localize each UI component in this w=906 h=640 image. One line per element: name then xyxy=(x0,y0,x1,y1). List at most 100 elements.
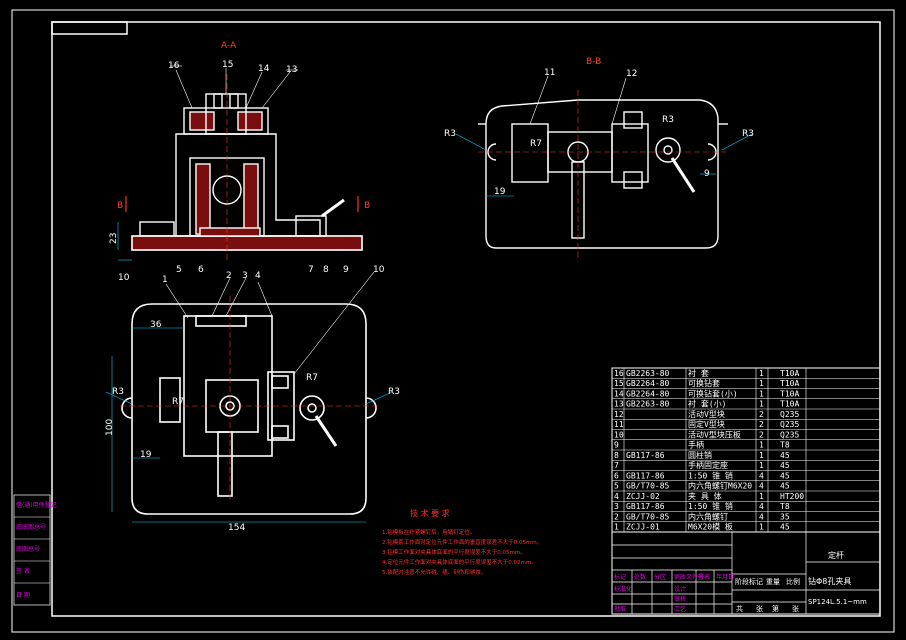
bom-cell-code: ZCJJ-02 xyxy=(626,492,660,501)
tb-row-3: 标准化 xyxy=(614,585,632,593)
tech-req-item-3: 3.钻模工作面对夹具体底面的平行度误差不大于0.05mm。 xyxy=(382,548,526,556)
bom-cell-qty: 2 xyxy=(759,410,764,419)
tb-sheet-2: 第 xyxy=(772,604,779,613)
dim-10: 10 xyxy=(118,273,130,283)
section-b-callouts: 11 12 R3 R7 R3 R3 19 9 xyxy=(444,68,754,197)
bom-cell-mat: 45 xyxy=(780,471,790,480)
dim-r7-plan-right: R7 xyxy=(306,373,318,383)
bom-cell-code: GB117-86 xyxy=(626,451,665,460)
tb-header-2: 分区 xyxy=(654,573,666,581)
section-a-view: A-A B B xyxy=(117,41,370,261)
section-a-callouts: 16 15 14 13 5 6 7 8 9 23 10 xyxy=(109,60,349,283)
bom-cell-qty: 1 xyxy=(759,369,764,378)
tb-header-5: 年月日 xyxy=(716,573,734,581)
callout-14: 14 xyxy=(258,64,270,74)
bom-cell-name: 固定V型块 xyxy=(688,419,725,429)
bom-cell-mat: T10A xyxy=(780,369,799,378)
tb-stage-1: 重量 xyxy=(766,578,780,586)
bom-cell-no: 2 xyxy=(614,512,619,521)
bom-cell-no: 5 xyxy=(614,482,619,491)
plan-callouts: 1 2 3 4 10 36 R3 R7 R3 R7 100 19 154 xyxy=(105,265,400,533)
bom-cell-qty: 1 xyxy=(759,523,764,532)
tb-stage-2: 比例 xyxy=(786,577,800,586)
callout-5: 5 xyxy=(176,265,182,275)
bom-cell-name: 可换钻套(小) xyxy=(688,388,738,398)
dim-19: 19 xyxy=(494,187,506,197)
bom-cell-code: GB117-86 xyxy=(626,502,665,511)
bom-cell-code: GB117-86 xyxy=(626,471,665,480)
bom-cell-qty: 4 xyxy=(759,502,764,511)
outer-border xyxy=(11,9,895,633)
tb-sheet-0: 共 xyxy=(736,604,743,613)
bom-cell-qty: 1 xyxy=(759,461,764,470)
bom-cell-name: 内六角螺钉M6X20 xyxy=(688,481,752,491)
bom-cell-name: 可换钻套 xyxy=(688,378,720,388)
section-b-title: B-B xyxy=(586,57,601,67)
bom-cell-name: 1:50 锥 销 xyxy=(688,501,733,511)
tb-header-3: 更改文件号 xyxy=(674,573,704,581)
dim-r3-plan-left: R3 xyxy=(112,387,124,397)
bom-cell-code: GB2264-80 xyxy=(626,389,670,398)
callout-12: 12 xyxy=(626,69,637,79)
inner-border xyxy=(51,21,881,617)
bom-cell-mat: 45 xyxy=(780,523,790,532)
tech-req-title: 技 术 要 求 xyxy=(410,508,450,518)
section-b-view: B-B xyxy=(455,57,753,262)
tech-req-item-5: 5.装配时注意不允许碰、磕、刻伤和锈蚀。 xyxy=(382,568,486,576)
dim-19-plan: 19 xyxy=(140,450,152,460)
drawing-title-line1: 定杆 xyxy=(828,550,844,560)
bom-cell-qty: 4 xyxy=(759,482,764,491)
dim-9: 9 xyxy=(704,169,710,179)
bom-cell-name: 内六角螺钉 xyxy=(688,511,728,521)
bom-cell-qty: 1 xyxy=(759,379,764,388)
dim-r7-right: R3 xyxy=(662,115,674,125)
bom-cell-mat: T10A xyxy=(780,400,799,409)
callout-16: 16 xyxy=(168,61,180,71)
bom-cell-mat: T8 xyxy=(780,502,790,511)
bom-cell-no: 13 xyxy=(614,400,624,409)
bom-cell-code: GB2263-80 xyxy=(626,369,670,378)
bom-cell-mat: Q235 xyxy=(780,410,799,419)
bom-cell-mat: T10A xyxy=(780,379,799,388)
title-block xyxy=(611,531,881,615)
bom-cell-no: 14 xyxy=(614,389,624,398)
bom-cell-mat: 45 xyxy=(780,482,790,491)
bom-cell-no: 8 xyxy=(614,451,619,460)
tech-req-item-2: 2.钻模套工作面对定位元件工作面的垂直度误差不大于0.05mm。 xyxy=(382,538,542,546)
bom-cell-mat: Q235 xyxy=(780,420,799,429)
dim-r3-plan-right: R3 xyxy=(388,387,400,397)
tb-stage-0: 阶段标记 xyxy=(735,577,763,586)
bom-cell-no: 9 xyxy=(614,441,619,450)
bom-cell-qty: 1 xyxy=(759,492,764,501)
dim-r7-left: R7 xyxy=(530,139,542,149)
bom-cell-code: GB2263-80 xyxy=(626,400,670,409)
bom-cell-no: 12 xyxy=(614,410,624,419)
tb-sheet-3: 张 xyxy=(792,604,799,613)
dim-100: 100 xyxy=(105,419,115,436)
tb-row-2: 工艺 xyxy=(674,605,686,613)
bom-cell-name: 活动V型块压板 xyxy=(688,429,741,439)
bom-cell-mat: HT200 xyxy=(780,492,804,501)
bom-cell-name: 手柄 xyxy=(688,440,704,450)
tb-header-4: 签名 xyxy=(698,573,710,581)
callout-4: 4 xyxy=(255,271,261,281)
bom-cell-code: GB/T70-85 xyxy=(626,482,670,491)
dim-36: 36 xyxy=(150,320,162,330)
bom-cell-no: 11 xyxy=(614,420,624,429)
bom-cell-no: 7 xyxy=(614,461,619,470)
bom-cell-no: 10 xyxy=(614,430,624,439)
callout-9: 9 xyxy=(343,265,349,275)
side-stamp-3: 底图总号 xyxy=(16,545,40,553)
tb-header-0: 标记 xyxy=(614,573,626,581)
bom-cell-name: 手柄固定座 xyxy=(688,460,728,470)
callout-6: 6 xyxy=(198,265,204,275)
bom-cell-qty: 2 xyxy=(759,430,764,439)
bom-cell-code: GB/T70-85 xyxy=(626,512,670,521)
bom-cell-no: 3 xyxy=(614,502,619,511)
bom-cell-mat: 45 xyxy=(780,451,790,460)
dim-154: 154 xyxy=(228,523,245,533)
bom-cell-name: 衬 套(小) xyxy=(688,399,726,409)
